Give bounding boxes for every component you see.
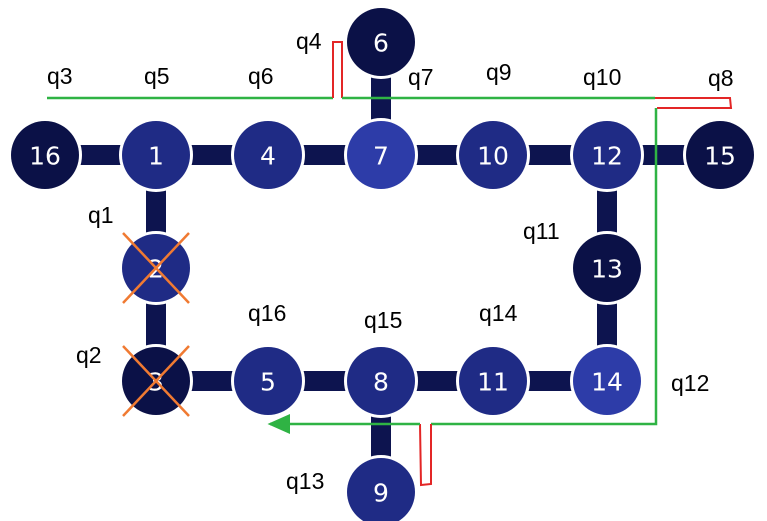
qubit-label-q16: q16 [248, 300, 286, 326]
node-9: 9 [344, 455, 418, 521]
qubit-label-q12: q12 [671, 370, 709, 396]
qubit-label-q13: q13 [286, 468, 324, 494]
qubit-label-q11: q11 [523, 218, 560, 244]
qubit-label-q6: q6 [248, 63, 274, 89]
qubit-label-q4: q4 [296, 28, 322, 54]
qubit-label-q14: q14 [479, 300, 518, 326]
qubit-label-q5: q5 [144, 63, 170, 89]
node-label: 9 [373, 479, 389, 508]
node-label: 10 [477, 142, 509, 171]
node-3: 3 [119, 344, 193, 418]
node-label: 11 [477, 368, 509, 397]
qubit-label-q15: q15 [364, 307, 402, 333]
node-label: 14 [591, 368, 623, 397]
node-13: 13 [570, 231, 644, 305]
node-label: 15 [704, 142, 736, 171]
node-label: 7 [373, 142, 389, 171]
node-2: 2 [119, 231, 193, 305]
qubit-label-q2: q2 [76, 342, 102, 368]
node-12: 12 [570, 118, 644, 192]
qubit-label-q8: q8 [708, 65, 734, 91]
node-11: 11 [456, 344, 530, 418]
qubit-label-q7: q7 [408, 64, 434, 90]
node-label: 1 [148, 142, 164, 171]
node-7: 7 [344, 118, 418, 192]
qubit-label-q1: q1 [88, 202, 114, 228]
qubit-label-q9: q9 [486, 59, 512, 85]
routing-path-segment [431, 108, 658, 426]
node-1: 1 [119, 118, 193, 192]
node-label: 13 [591, 255, 623, 284]
node-8: 8 [344, 344, 418, 418]
node-16: 16 [8, 118, 82, 192]
qubit-label-q3: q3 [47, 63, 73, 89]
node-10: 10 [456, 118, 530, 192]
node-14: 14 [570, 344, 644, 418]
cross-mark-icon [122, 345, 190, 417]
pulse-q8 [655, 97, 733, 109]
node-label: 12 [591, 142, 623, 171]
qubit-label-q10: q10 [583, 64, 621, 90]
node-label: 5 [260, 368, 276, 397]
pulse-q13 [419, 423, 432, 487]
node-label: 16 [29, 142, 61, 171]
node-label: 4 [260, 142, 276, 171]
node-15: 15 [683, 118, 757, 192]
node-4: 4 [231, 118, 305, 192]
node-6: 6 [344, 5, 418, 79]
cross-mark-icon [122, 232, 190, 304]
pulse-q4 [332, 41, 343, 98]
node-label: 6 [373, 29, 389, 58]
node-5: 5 [231, 344, 305, 418]
node-label: 8 [373, 368, 389, 397]
